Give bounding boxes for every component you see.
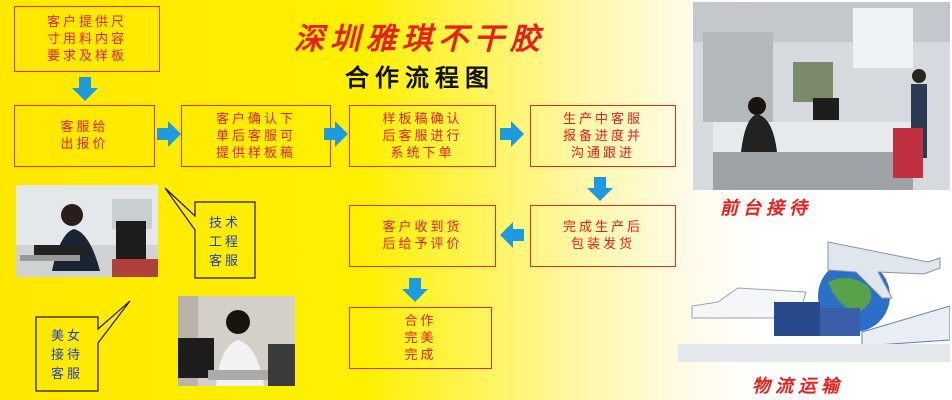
step-review: 客户收到货 后给予评价 bbox=[349, 205, 496, 267]
photo-female-staff bbox=[178, 296, 295, 386]
flowchart-title: 合作流程图 bbox=[300, 58, 540, 93]
arrow-right-2 bbox=[324, 121, 348, 147]
image-logistics bbox=[678, 222, 950, 362]
arrow-down-2 bbox=[587, 177, 613, 201]
step-confirm-order: 客户确认下 单后客服可 提供样板稿 bbox=[181, 105, 331, 167]
step-sample-confirm: 样板稿确认 后客服进行 系统下单 bbox=[349, 105, 496, 167]
step-provide-specs: 客户提供尺 寸用料内容 要求及样板 bbox=[14, 6, 160, 72]
photo-reception bbox=[693, 2, 950, 190]
step-production: 生产中客服 报备进度并 沟通跟进 bbox=[530, 105, 676, 167]
step-complete: 合作 完美 完成 bbox=[349, 307, 492, 369]
company-title: 深圳雅琪不干胶 bbox=[270, 14, 570, 58]
caption-logistics: 物流运输 bbox=[752, 372, 844, 398]
arrow-right-1 bbox=[157, 121, 181, 147]
arrow-left-1 bbox=[500, 222, 524, 248]
arrow-down-3 bbox=[402, 278, 428, 302]
step-quote: 客服给 出报价 bbox=[14, 105, 155, 167]
arrow-right-3 bbox=[500, 121, 524, 147]
bubble-beauty-text: 美女 接待 客服 bbox=[40, 320, 94, 390]
photo-tech-staff bbox=[16, 185, 158, 277]
step-ship: 完成生产后 包装发货 bbox=[530, 205, 676, 267]
bubble-tech-text: 技术 工程 客服 bbox=[196, 206, 254, 278]
arrow-down-1 bbox=[72, 77, 98, 101]
caption-reception: 前台接待 bbox=[720, 194, 812, 220]
